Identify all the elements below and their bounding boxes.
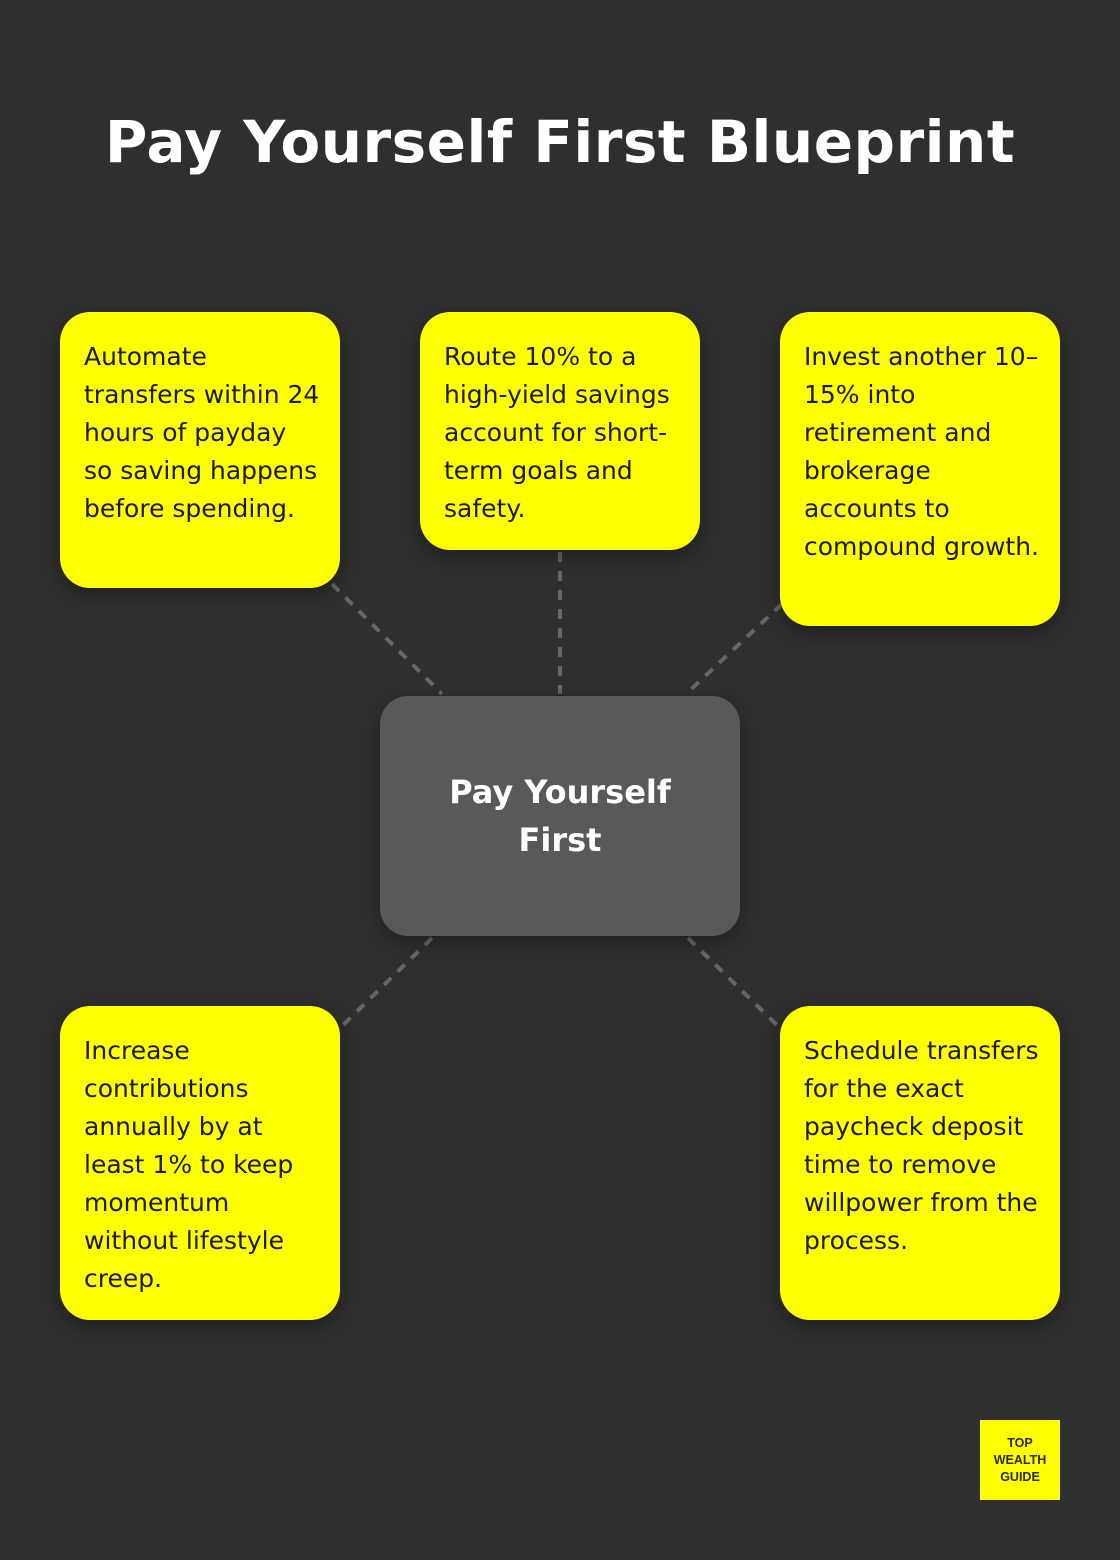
card-text: Schedule transfers for the exact paychec… (804, 1036, 1039, 1255)
connector-bottom-right (686, 936, 784, 1032)
card-bottom-left: Increase contributions annually by at le… (60, 1006, 340, 1320)
card-bottom-right: Schedule transfers for the exact paychec… (780, 1006, 1060, 1320)
connector-top-left (330, 582, 444, 696)
card-top-right: Invest another 10–15% into retirement an… (780, 312, 1060, 626)
card-text: Increase contributions annually by at le… (84, 1036, 294, 1293)
card-top-center: Route 10% to a high-yield savings accoun… (420, 312, 700, 550)
card-text: Route 10% to a high-yield savings accoun… (444, 342, 670, 523)
center-node-label: Pay Yourself First (449, 773, 671, 859)
logo-line-1: TOP (1007, 1435, 1033, 1450)
card-text: Invest another 10–15% into retirement an… (804, 342, 1039, 561)
connector-top-right (684, 602, 784, 696)
logo-line-2: WEALTH (993, 1452, 1047, 1467)
center-node: Pay Yourself First (380, 696, 740, 936)
page-title: Pay Yourself First Blueprint (104, 108, 1016, 176)
logo-line-3: GUIDE (1000, 1469, 1040, 1484)
card-top-left: Automate transfers within 24 hours of pa… (60, 312, 340, 588)
card-text: Automate transfers within 24 hours of pa… (84, 342, 320, 523)
brand-logo: TOP WEALTH GUIDE (980, 1420, 1060, 1500)
connector-bottom-left (336, 936, 434, 1032)
